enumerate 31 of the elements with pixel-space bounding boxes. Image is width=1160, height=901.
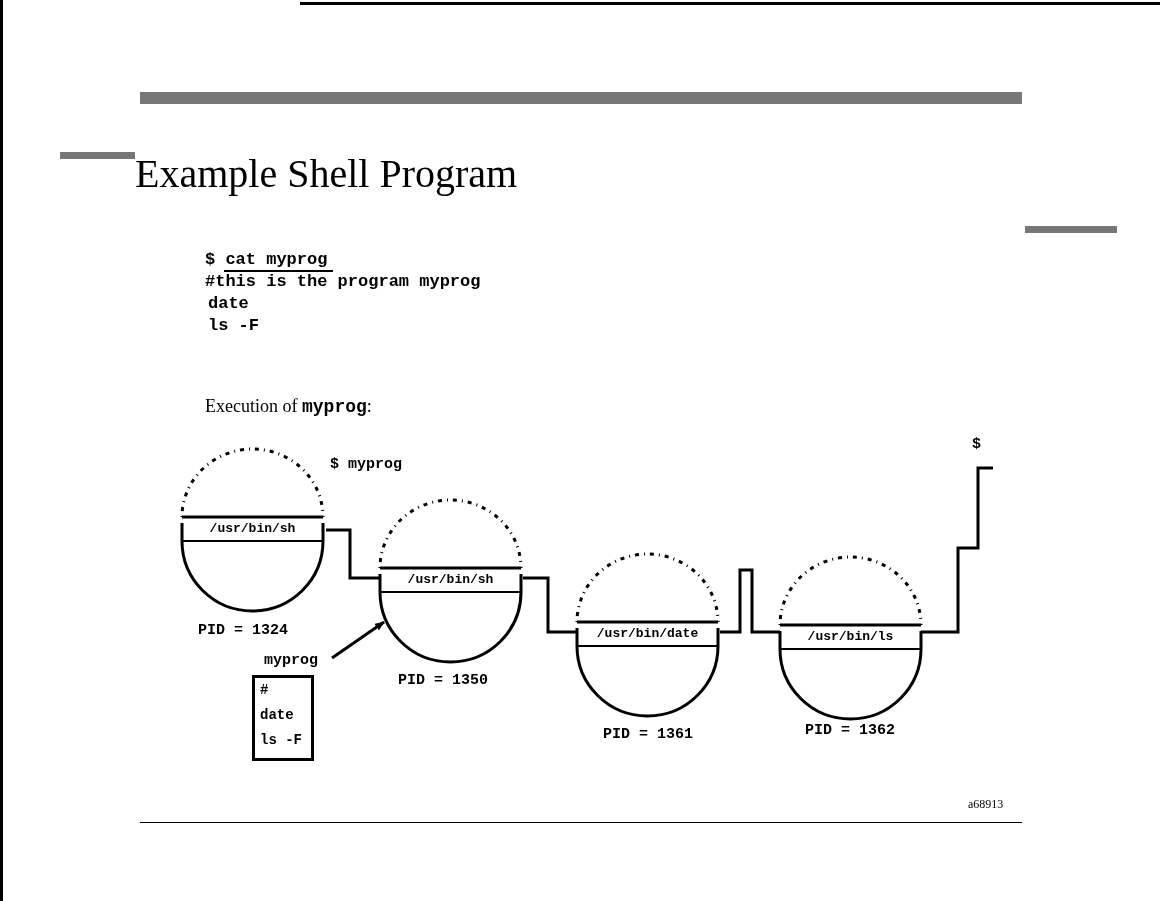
program-path: /usr/bin/ls bbox=[806, 629, 895, 644]
file-line: date bbox=[260, 706, 295, 725]
process-shape bbox=[378, 498, 523, 663]
code-line: ls -F bbox=[208, 316, 259, 335]
file-box bbox=[252, 675, 314, 761]
process-shape bbox=[180, 447, 325, 612]
process-line bbox=[326, 528, 380, 580]
file-name: myprog bbox=[264, 652, 334, 672]
command-text: $ myprog bbox=[330, 456, 402, 473]
process-line bbox=[921, 466, 993, 634]
code-line: #this is the program myprog bbox=[205, 272, 481, 291]
process-line bbox=[523, 576, 577, 634]
code-line: $ cat myprog bbox=[205, 250, 328, 269]
code-line: date bbox=[208, 294, 249, 313]
caption-text: Execution of myprog: bbox=[205, 396, 372, 417]
figure-id: a68913 bbox=[968, 797, 1004, 812]
title: Example Shell Program bbox=[135, 150, 518, 197]
pid-label: PID = 1324 bbox=[198, 622, 288, 639]
program-path: /usr/bin/sh bbox=[406, 572, 495, 587]
prompt-text: $ bbox=[972, 436, 992, 454]
file-line: # bbox=[260, 681, 270, 700]
process-line bbox=[720, 568, 780, 634]
process-shape bbox=[778, 555, 923, 720]
pid-label: PID = 1361 bbox=[603, 726, 693, 743]
program-path: /usr/bin/sh bbox=[208, 521, 297, 536]
arrow bbox=[331, 620, 385, 660]
pid-label: PID = 1362 bbox=[805, 722, 895, 739]
pid-label: PID = 1350 bbox=[398, 672, 488, 689]
process-shape bbox=[575, 552, 720, 717]
program-path: /usr/bin/date bbox=[595, 626, 700, 641]
file-line: ls -F bbox=[260, 731, 303, 750]
